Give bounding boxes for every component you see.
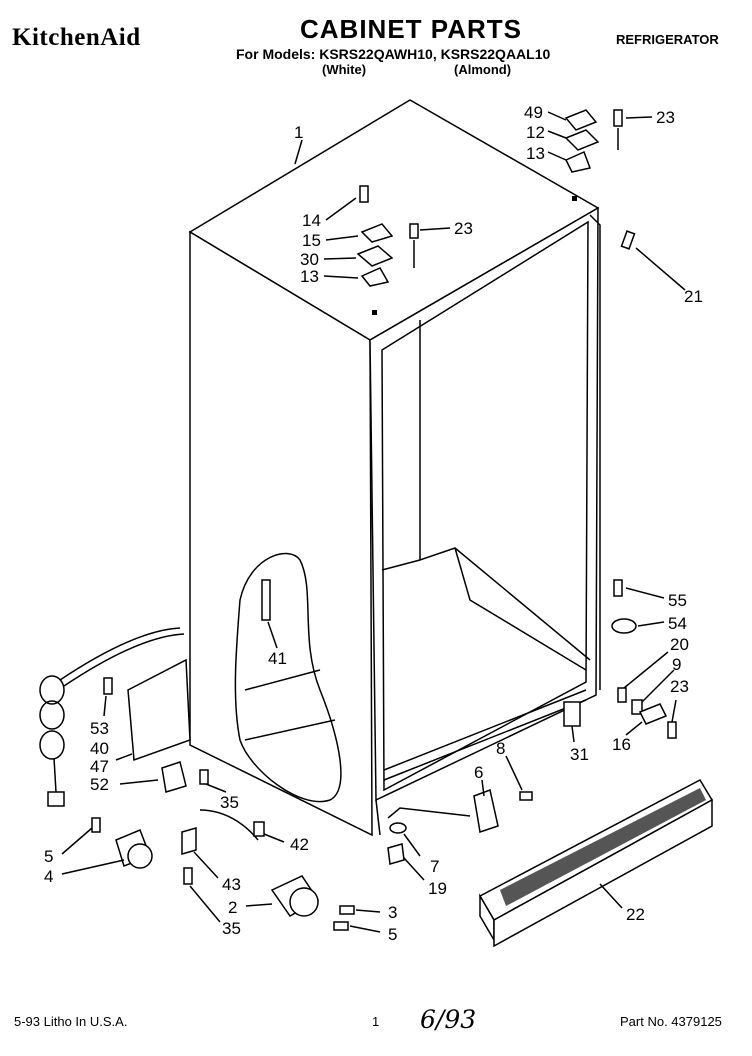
tube-42: [199, 809, 259, 841]
callout-12: 12: [526, 123, 545, 142]
bracket-52: [161, 761, 187, 793]
page-number: 1: [372, 1014, 380, 1029]
screw-35b: [183, 867, 193, 885]
roller-2: [270, 875, 320, 917]
callout-20: 20: [670, 635, 689, 654]
callout-8: 8: [496, 739, 505, 758]
base-grille-22: [478, 779, 714, 948]
leveler-6: [473, 788, 499, 833]
callout-5-left: 5: [44, 847, 53, 866]
callout-43: 43: [222, 875, 241, 894]
callout-6: 6: [474, 763, 483, 782]
bracket-43: [181, 827, 197, 855]
color-almond-label: (Almond): [454, 62, 512, 77]
page-title: CABINET PARTS: [300, 14, 522, 44]
screw-55: [613, 579, 623, 597]
screw-5a: [91, 817, 101, 833]
brand-logo: KitchenAid: [12, 24, 141, 51]
callout-13-hinge: 13: [300, 267, 319, 286]
model-numbers: For Models: KSRS22QAWH10, KSRS22QAAL10: [236, 46, 551, 62]
callout-9: 9: [672, 655, 681, 674]
callout-35-left: 35: [220, 793, 239, 812]
callout-2: 2: [228, 898, 237, 917]
upper-hinge-left: [356, 185, 419, 315]
litho-note: 5-93 Litho In U.S.A.: [14, 1014, 128, 1029]
screw-35a: [199, 769, 209, 785]
callout-23-hinge: 23: [454, 219, 473, 238]
callout-4: 4: [44, 867, 53, 886]
callout-3: 3: [388, 903, 397, 922]
callout-1: 1: [294, 123, 303, 142]
callout-52: 52: [90, 775, 109, 794]
roller-4: [115, 829, 153, 869]
callout-30: 30: [300, 250, 319, 269]
callout-23-top: 23: [656, 108, 675, 127]
screw-3: [339, 905, 355, 915]
foot-19: [387, 843, 405, 865]
handwritten-date: 6/93: [420, 1005, 477, 1034]
screw-8: [519, 791, 533, 801]
callout-55: 55: [668, 591, 687, 610]
callout-23-lower: 23: [670, 677, 689, 696]
callout-35-bottom: 35: [222, 919, 241, 938]
screw-5b: [333, 921, 349, 931]
callout-54: 54: [668, 614, 687, 633]
callout-22: 22: [626, 905, 645, 924]
callout-47: 47: [90, 757, 109, 776]
appliance-category: REFRIGERATOR: [616, 32, 719, 47]
part-number: Part No. 4379125: [620, 1014, 722, 1029]
electrical-box-47: [127, 658, 191, 762]
washer-7: [389, 822, 407, 834]
leader-lines: [61, 111, 686, 933]
screw-53: [103, 677, 113, 695]
callout-7: 7: [430, 857, 439, 876]
callout-31: 31: [570, 745, 589, 764]
pin-21: [620, 230, 636, 250]
bracket-31: [563, 701, 581, 727]
upper-hinge-right: [564, 109, 623, 201]
bracket-20: [617, 687, 627, 703]
bushing-54: [611, 618, 637, 634]
cabinet-shell: [188, 99, 601, 837]
callout-21: 21: [684, 287, 703, 306]
plate-9: [631, 699, 643, 715]
color-white-label: (White): [322, 62, 367, 77]
hinge-16: [638, 703, 668, 725]
spring-41: [261, 579, 271, 621]
callout-5-right: 5: [388, 925, 397, 944]
callout-14: 14: [302, 211, 321, 230]
callout-40: 40: [90, 739, 109, 758]
callout-41: 41: [268, 649, 287, 668]
screw-23c: [667, 721, 677, 739]
power-cord-40: [39, 627, 185, 807]
callout-53: 53: [90, 719, 109, 738]
callout-19: 19: [428, 879, 447, 898]
callout-42: 42: [290, 835, 309, 854]
callout-13-top: 13: [526, 144, 545, 163]
callout-15: 15: [302, 231, 321, 250]
callout-16: 16: [612, 735, 631, 754]
callout-49: 49: [524, 103, 543, 122]
